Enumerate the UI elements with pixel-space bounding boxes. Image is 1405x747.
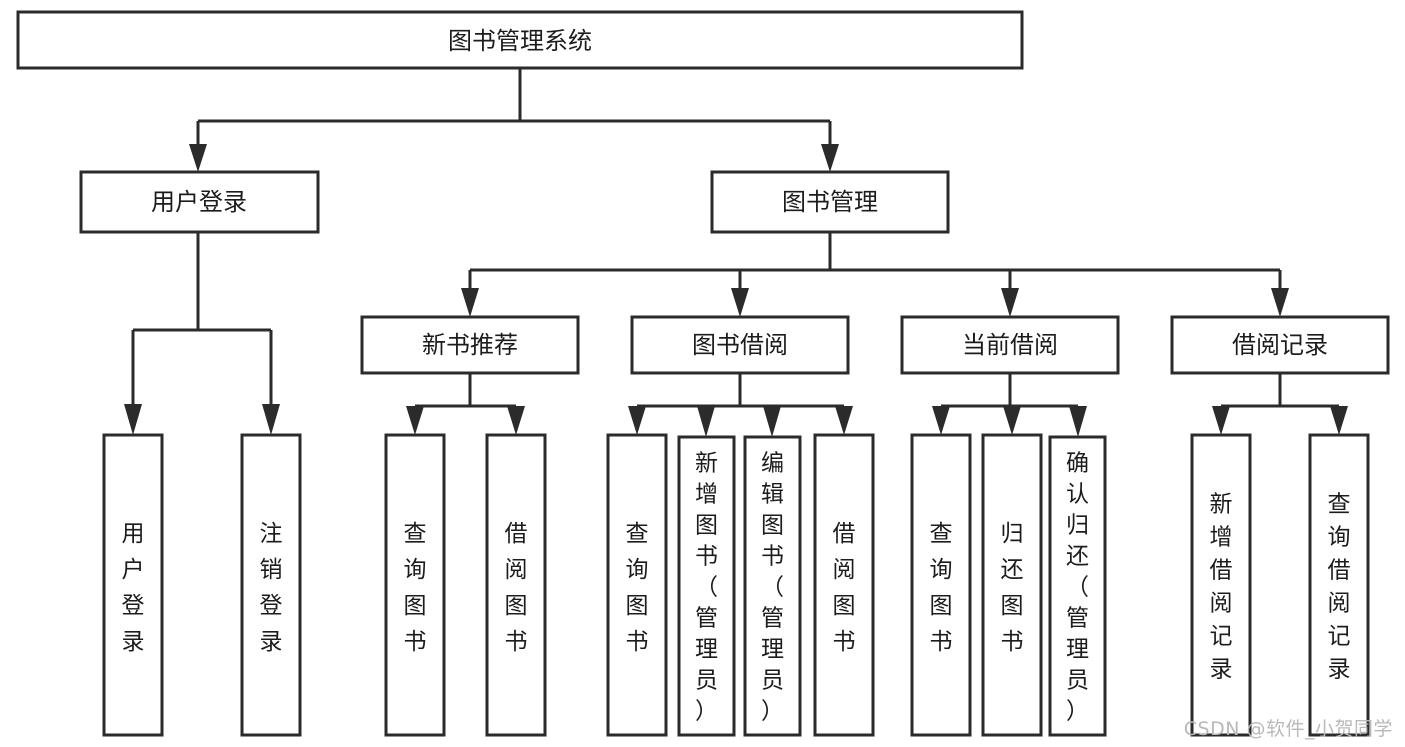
node-book-manage-box[interactable]	[710, 170, 950, 234]
node-book-borrow[interactable]: 图书借阅	[630, 315, 850, 375]
node-leaf-user-login-label: 用户登录	[122, 521, 145, 655]
node-leaf-query-borrow-record-box[interactable]	[1308, 433, 1370, 737]
node-new-book-recommend-box[interactable]	[360, 315, 580, 375]
node-borrow-record-box[interactable]	[1170, 315, 1390, 375]
arrow-head-leaf-add-borrow-record	[1212, 406, 1230, 435]
node-leaf-add-book-admin[interactable]: 新增图书（管理员）	[677, 435, 736, 737]
node-leaf-query-book-current-label: 查询图书	[930, 521, 953, 655]
node-leaf-borrow-book-recommend-box[interactable]	[485, 433, 547, 737]
node-leaf-add-book-admin-label: 新增图书（管理员）	[695, 451, 718, 725]
node-leaf-borrow-book-recommend-label: 借阅图书	[505, 521, 528, 655]
node-leaf-borrow-book-recommend[interactable]: 借阅图书	[485, 433, 547, 737]
node-user-login-label: 用户登录	[151, 188, 247, 216]
node-leaf-logout-label: 注销登录	[260, 521, 283, 655]
node-leaf-confirm-return-admin-box[interactable]	[1048, 435, 1107, 737]
node-leaf-borrow-book-label: 借阅图书	[833, 521, 856, 655]
arrow-head-leaf-query-book-current	[932, 406, 950, 435]
node-leaf-query-book-borrow-box[interactable]	[606, 433, 668, 737]
node-leaf-user-login-box[interactable]	[102, 433, 164, 737]
node-leaf-return-book-label: 归还图书	[1001, 521, 1024, 655]
node-book-borrow-box[interactable]	[630, 315, 850, 375]
node-current-borrow-label: 当前借阅	[962, 331, 1058, 359]
node-leaf-return-book[interactable]: 归还图书	[981, 433, 1043, 737]
node-leaf-add-borrow-record-box[interactable]	[1190, 433, 1252, 737]
node-new-book-recommend-label: 新书推荐	[422, 331, 518, 359]
arrow-head-borrow-record	[1271, 288, 1289, 317]
node-leaf-confirm-return-admin[interactable]: 确认归还（管理员）	[1048, 435, 1107, 737]
node-book-manage-label: 图书管理	[782, 188, 878, 216]
node-leaf-logout[interactable]: 注销登录	[240, 433, 302, 737]
node-leaf-logout-box[interactable]	[240, 433, 302, 737]
node-user-login[interactable]: 用户登录	[79, 170, 320, 234]
connector-layer	[124, 68, 1348, 437]
node-current-borrow[interactable]: 当前借阅	[900, 315, 1120, 375]
leaf-node-layer: 用户登录 注销登录 查询图书 借阅图书 查询图书 新增图书（管理员） 编辑图书（管理员） 借阅…	[102, 433, 1370, 737]
node-leaf-query-book-recommend-label: 查询图书	[404, 521, 427, 655]
node-leaf-query-book-recommend-box[interactable]	[384, 433, 446, 737]
node-leaf-query-book-current-box[interactable]	[910, 433, 972, 737]
node-leaf-borrow-book-box[interactable]	[813, 433, 875, 737]
arrow-head-book-borrow	[731, 288, 749, 317]
arrow-head-new-book-recommend	[461, 288, 479, 317]
arrow-head-user-login	[189, 144, 207, 172]
node-leaf-add-book-admin-box[interactable]	[677, 435, 736, 737]
arrow-head-book-manage	[821, 144, 839, 172]
node-leaf-query-book-recommend[interactable]: 查询图书	[384, 433, 446, 737]
node-leaf-add-borrow-record[interactable]: 新增借阅记录	[1190, 433, 1252, 737]
arrow-head-leaf-add-book-admin	[697, 406, 715, 437]
node-user-login-box[interactable]	[79, 170, 320, 234]
node-book-manage[interactable]: 图书管理	[710, 170, 950, 234]
node-borrow-record-label: 借阅记录	[1232, 331, 1328, 359]
node-root-label: 图书管理系统	[448, 27, 592, 55]
node-leaf-add-borrow-record-label: 新增借阅记录	[1210, 492, 1233, 683]
arrow-head-current-borrow	[1001, 288, 1019, 317]
node-leaf-query-borrow-record[interactable]: 查询借阅记录	[1308, 433, 1370, 737]
node-leaf-edit-book-admin-box[interactable]	[743, 435, 802, 737]
arrow-head-leaf-user-login	[124, 404, 142, 435]
node-leaf-edit-book-admin-label: 编辑图书（管理员）	[761, 451, 784, 725]
node-leaf-query-borrow-record-label: 查询借阅记录	[1328, 492, 1351, 683]
node-leaf-borrow-book[interactable]: 借阅图书	[813, 433, 875, 737]
node-borrow-record[interactable]: 借阅记录	[1170, 315, 1390, 375]
node-root[interactable]: 图书管理系统	[16, 10, 1024, 70]
node-leaf-query-book-borrow[interactable]: 查询图书	[606, 433, 668, 737]
arrow-head-leaf-query-borrow-record	[1330, 406, 1348, 435]
arrow-head-leaf-borrow-book	[835, 406, 853, 435]
node-current-borrow-box[interactable]	[900, 315, 1120, 375]
arrow-head-leaf-query-book-recommend	[406, 406, 424, 435]
node-leaf-query-book-borrow-label: 查询图书	[626, 521, 649, 655]
node-leaf-confirm-return-admin-label: 确认归还（管理员）	[1066, 451, 1089, 725]
node-root-box[interactable]	[16, 10, 1024, 70]
node-leaf-user-login[interactable]: 用户登录	[102, 433, 164, 737]
arrow-head-leaf-borrow-book-recommend	[507, 406, 525, 435]
arrow-head-leaf-return-book	[1003, 406, 1021, 435]
node-leaf-return-book-box[interactable]	[981, 433, 1043, 737]
arrow-head-leaf-confirm-return-admin	[1069, 406, 1087, 437]
node-new-book-recommend[interactable]: 新书推荐	[360, 315, 580, 375]
node-leaf-edit-book-admin[interactable]: 编辑图书（管理员）	[743, 435, 802, 737]
arrow-head-leaf-edit-book-admin	[763, 406, 781, 437]
node-book-borrow-label: 图书借阅	[692, 331, 788, 359]
arrow-head-leaf-query-book-borrow	[628, 406, 646, 435]
arrow-head-leaf-logout	[262, 404, 280, 435]
node-leaf-query-book-current[interactable]: 查询图书	[910, 433, 972, 737]
